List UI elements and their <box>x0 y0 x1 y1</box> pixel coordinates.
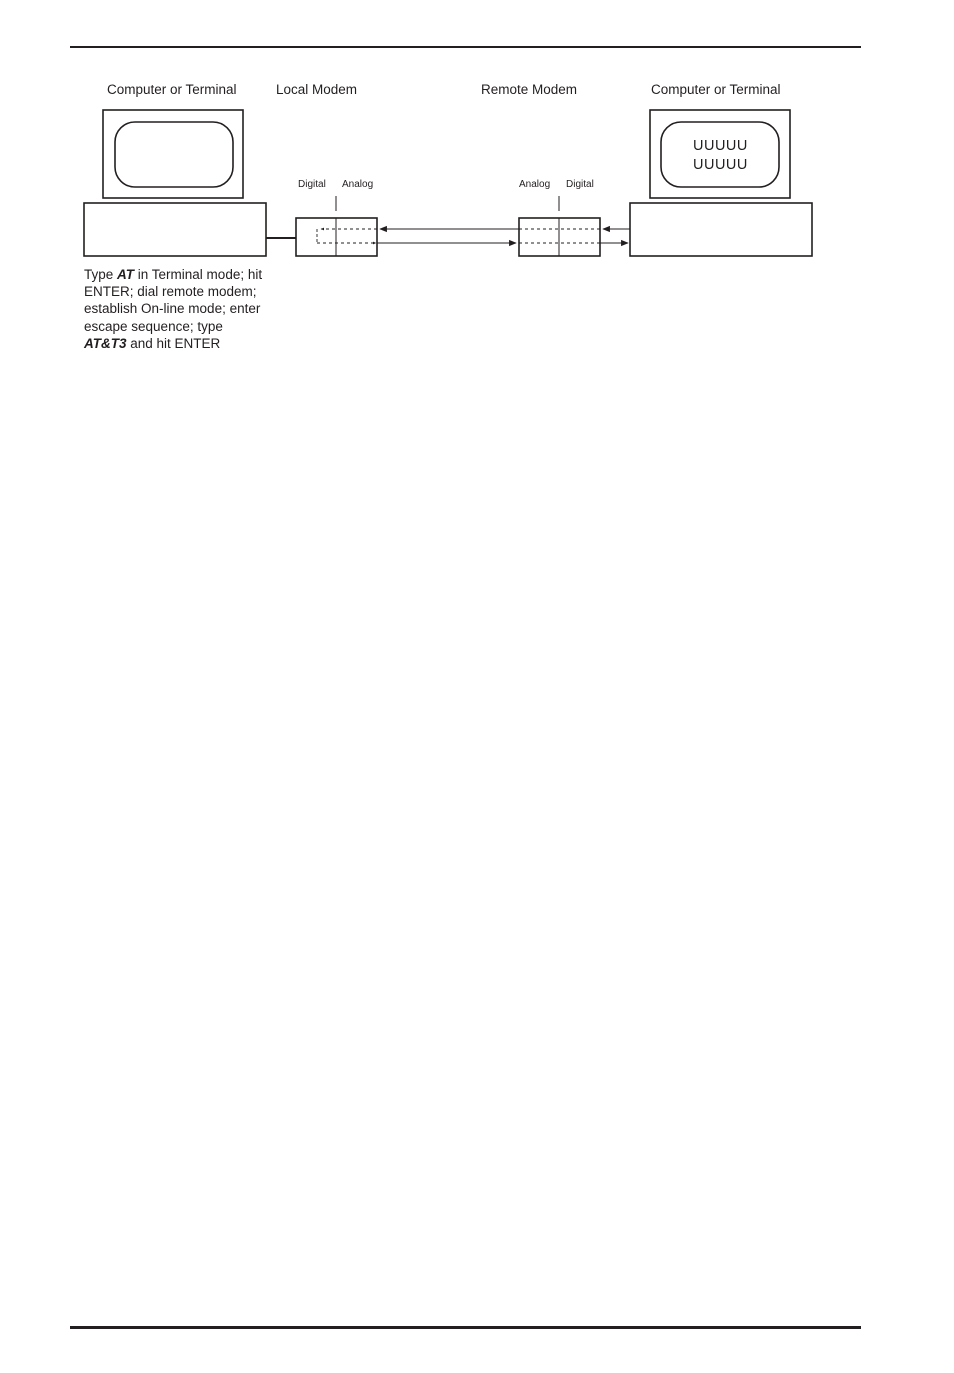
left-computer <box>83 109 267 257</box>
caption-line-1: Type AT in Terminal mode; hit <box>84 266 262 283</box>
right-computer-label: Computer or Terminal <box>651 82 781 97</box>
remote-screen-line-1: UUUUU <box>693 138 748 154</box>
left-base-unit <box>83 202 267 257</box>
local-modem-label: Local Modem <box>276 82 358 97</box>
caption-line-3: establish On-line mode; enter <box>84 301 261 317</box>
remote-digital-label: Digital <box>566 179 594 190</box>
remote-analog-label: Analog <box>519 179 551 190</box>
local-analog-label: Analog <box>342 179 374 190</box>
caption-line-2: ENTER; dial remote modem; <box>84 284 257 300</box>
right-computer <box>629 109 813 257</box>
top-rule <box>70 46 861 48</box>
caption-text: in Terminal mode; hit <box>134 267 263 282</box>
local-digital-label: Digital <box>298 179 326 190</box>
left-screen <box>114 121 234 188</box>
bottom-rule <box>70 1326 861 1329</box>
remote-modem-label: Remote Modem <box>481 82 578 97</box>
left-computer-label: Computer or Terminal <box>107 82 237 97</box>
caption-line-4: escape sequence; type <box>84 318 223 334</box>
remote-modem <box>518 196 601 257</box>
instruction-caption: Type AT in Terminal mode; hit ENTER; dia… <box>84 266 262 352</box>
caption-text: and hit ENTER <box>126 335 221 351</box>
caption-command-at: AT <box>117 267 135 282</box>
remote-screen-line-2: UUUUU <box>693 157 748 173</box>
caption-command-att3: AT&T3 <box>84 335 127 351</box>
caption-text: Type <box>84 267 118 282</box>
left-monitor <box>102 109 244 199</box>
right-screen <box>660 121 780 188</box>
right-base-unit <box>629 202 813 257</box>
local-modem <box>295 196 378 257</box>
caption-line-5: AT&T3 and hit ENTER <box>84 335 262 352</box>
right-monitor <box>649 109 791 199</box>
